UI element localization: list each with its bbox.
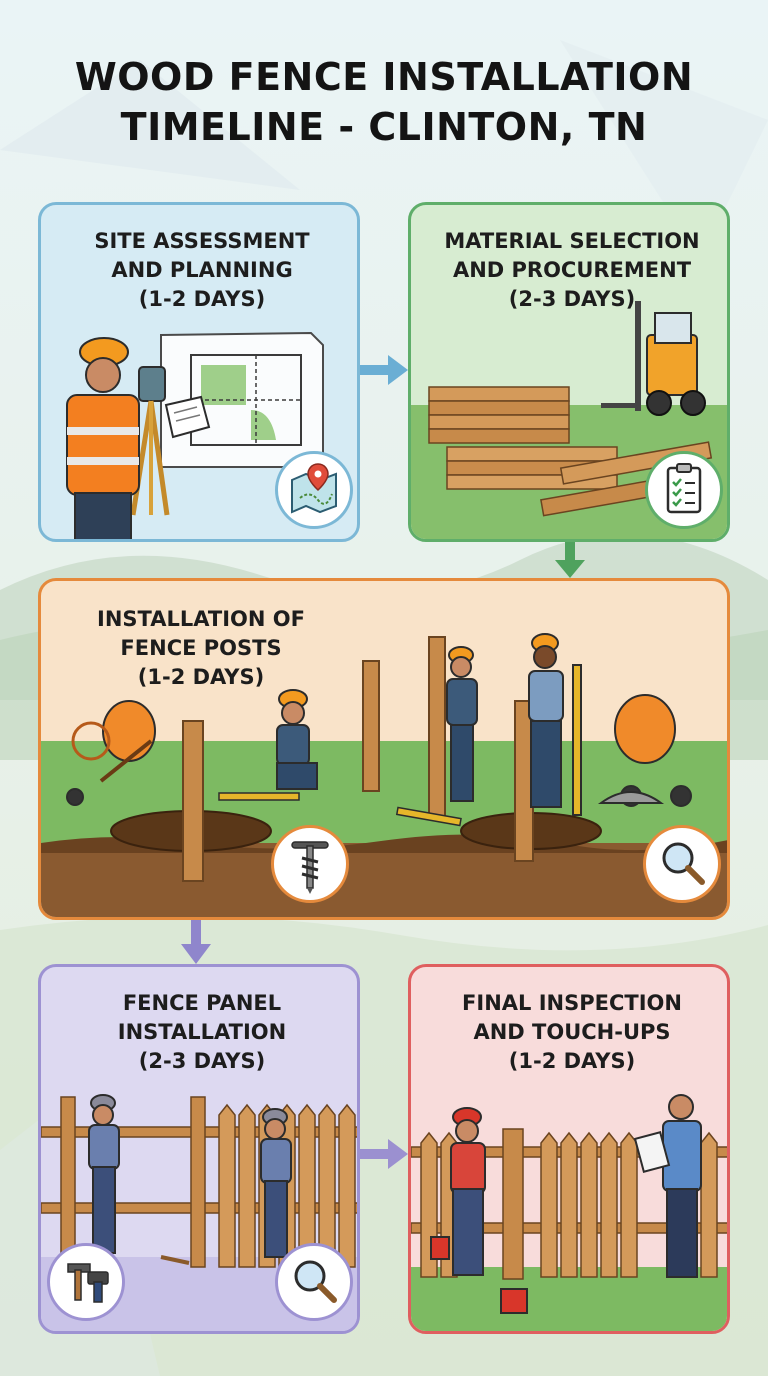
step-5-title-line-1: FINAL INSPECTION	[462, 991, 682, 1015]
auger-icon	[271, 825, 349, 903]
arrow-step1-to-step2	[360, 355, 408, 385]
step-4-title-line-2: INSTALLATION	[117, 1020, 287, 1044]
lumber-forklift-illustration	[411, 301, 727, 539]
step-3-title: INSTALLATION OF FENCE POSTS (1-2 DAYS)	[61, 605, 341, 692]
magnifier-icon-step-4	[275, 1243, 353, 1321]
step-1-title-line-2: AND PLANNING	[111, 258, 293, 282]
step-4-title: FENCE PANEL INSTALLATION (2-3 DAYS)	[51, 989, 353, 1076]
step-1-title-line-1: SITE ASSESSMENT	[94, 229, 310, 253]
step-5-duration: (1-2 DAYS)	[508, 1049, 636, 1073]
step-1-title: SITE ASSESSMENT AND PLANNING (1-2 DAYS)	[51, 227, 353, 314]
inspection-illustration	[411, 1094, 727, 1331]
arrow-step4-to-step5	[360, 1139, 408, 1169]
post-installation-illustration	[41, 633, 727, 917]
hammer-nailgun-icon	[47, 1243, 125, 1321]
step-2-duration: (2-3 DAYS)	[508, 287, 636, 311]
clipboard-checklist-icon	[645, 451, 723, 529]
magnifier-icon	[643, 825, 721, 903]
step-1-duration: (1-2 DAYS)	[138, 287, 266, 311]
map-pin-icon	[275, 451, 353, 529]
arrow-step3-to-step4	[181, 920, 211, 964]
step-5-title: FINAL INSPECTION AND TOUCH-UPS (1-2 DAYS…	[421, 989, 723, 1076]
step-2-material-selection: MATERIAL SELECTION AND PROCUREMENT (2-3 …	[408, 202, 730, 542]
step-3-duration: (1-2 DAYS)	[137, 665, 265, 689]
step-5-final-inspection: FINAL INSPECTION AND TOUCH-UPS (1-2 DAYS…	[408, 964, 730, 1334]
step-1-site-assessment: SITE ASSESSMENT AND PLANNING (1-2 DAYS)	[38, 202, 360, 542]
title-line-1: WOOD FENCE INSTALLATION	[74, 55, 694, 99]
step-4-duration: (2-3 DAYS)	[138, 1049, 266, 1073]
page-title: WOOD FENCE INSTALLATION TIMELINE - CLINT…	[0, 52, 768, 152]
arrow-step2-to-step3	[555, 540, 585, 578]
step-4-title-line-1: FENCE PANEL	[122, 991, 282, 1015]
step-3-title-line-2: FENCE POSTS	[120, 636, 282, 660]
step-3-fence-posts: INSTALLATION OF FENCE POSTS (1-2 DAYS)	[38, 578, 730, 920]
step-3-title-line-1: INSTALLATION OF	[97, 607, 305, 631]
step-2-title: MATERIAL SELECTION AND PROCUREMENT (2-3 …	[421, 227, 723, 314]
title-line-2: TIMELINE - CLINTON, TN	[120, 105, 648, 149]
step-4-fence-panels: FENCE PANEL INSTALLATION (2-3 DAYS)	[38, 964, 360, 1334]
step-5-title-line-2: AND TOUCH-UPS	[473, 1020, 671, 1044]
step-2-title-line-1: MATERIAL SELECTION	[444, 229, 700, 253]
step-2-title-line-2: AND PROCUREMENT	[452, 258, 692, 282]
surveyor-illustration	[66, 331, 324, 539]
